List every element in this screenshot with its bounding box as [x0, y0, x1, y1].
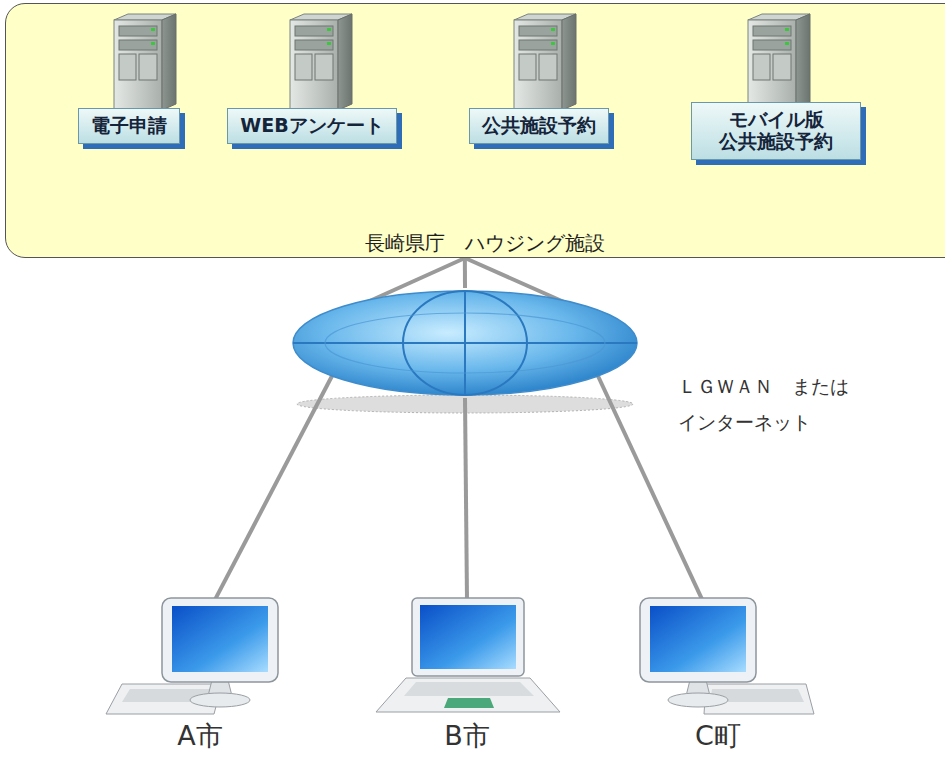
network-globe: [290, 288, 640, 398]
network-link: [463, 258, 467, 288]
client-pc: C町: [618, 592, 818, 760]
node-label: WEBアンケート: [240, 115, 383, 137]
node-label: 電子申請: [91, 115, 167, 137]
system-label: 電子申請: [78, 108, 180, 144]
system-label: WEBアンケート: [227, 108, 396, 144]
node-label: C町: [618, 718, 818, 754]
client-pc: A市: [100, 592, 300, 760]
node-label: 公共施設予約: [482, 115, 596, 137]
server-icons: [6, 4, 945, 114]
node-label: ＬＧＷＡＮ または インターネット: [678, 368, 856, 440]
node-label: A市: [100, 718, 300, 754]
network-link: [465, 398, 467, 600]
laptop-pc: [362, 592, 572, 720]
system-label: 公共施設予約: [469, 108, 609, 144]
client-pc: B市: [362, 592, 572, 760]
node-label: モバイル版 公共施設予約: [704, 109, 848, 153]
network-cloud: ＬＧＷＡＮ または インターネット: [290, 288, 640, 398]
node-label: B市: [362, 718, 572, 754]
desktop-pc: [100, 592, 300, 720]
system-label: モバイル版 公共施設予約: [691, 102, 861, 160]
housing-panel: 長崎県庁 ハウジング施設 電子申請 WEBアンケート 公共施設予約 モバイル版 公共施設…: [5, 3, 945, 258]
desktop-pc: [618, 592, 818, 720]
node-label: 長崎県庁 ハウジング施設: [365, 230, 605, 257]
network-link: [212, 376, 332, 605]
